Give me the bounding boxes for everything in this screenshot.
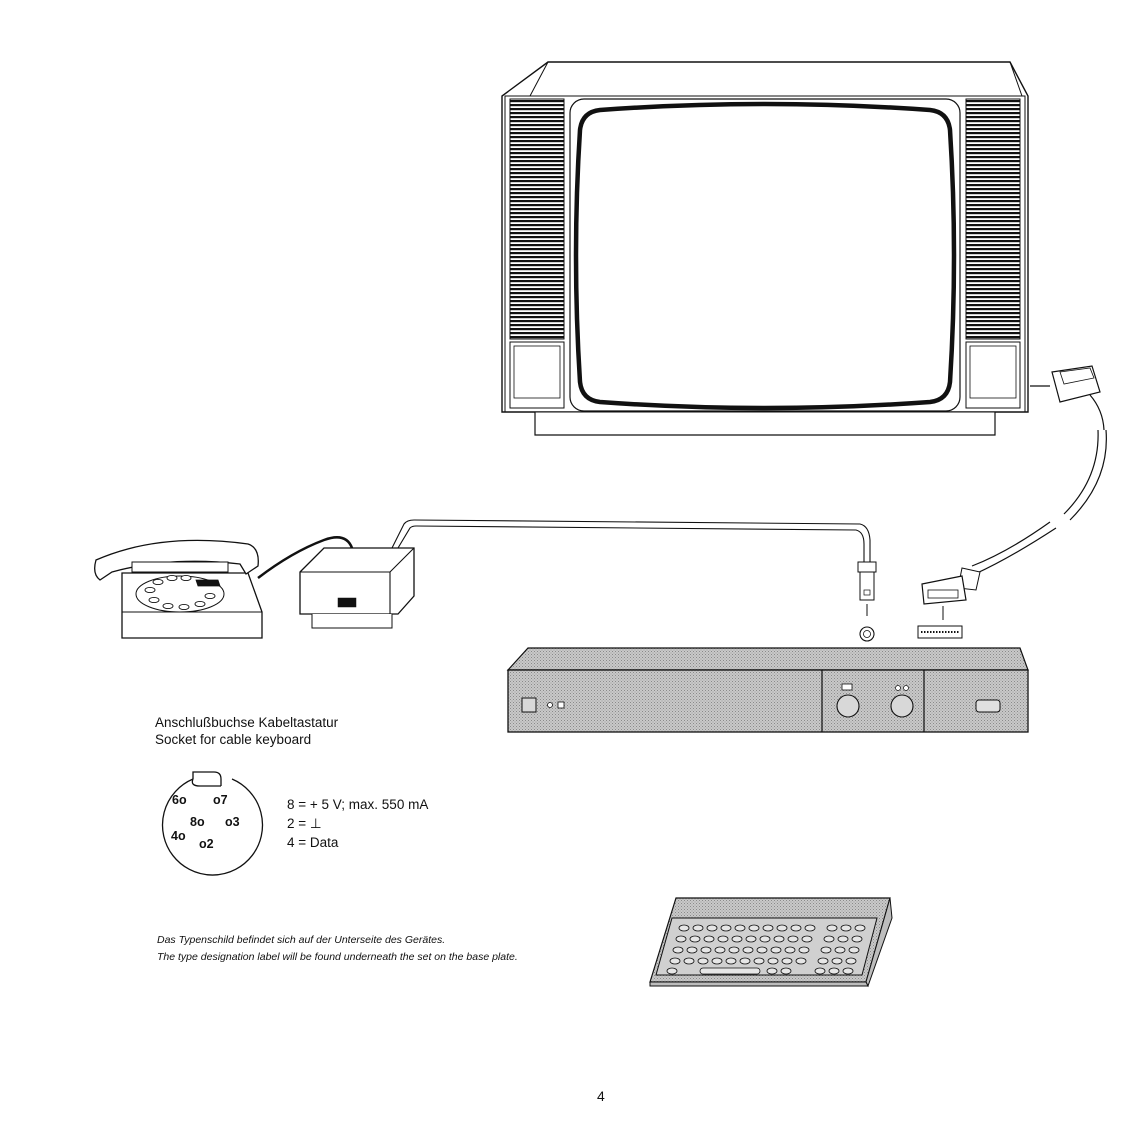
socket-caption-german: Anschlußbuchse Kabeltastatur — [155, 714, 338, 731]
telephone — [95, 540, 262, 638]
pin-2-label: o2 — [199, 837, 214, 851]
modem-box — [300, 548, 414, 628]
page-number: 4 — [597, 1088, 605, 1104]
socket-caption-english: Socket for cable keyboard — [155, 731, 311, 748]
din-socket-pinout — [163, 772, 263, 875]
din-plug — [858, 562, 876, 641]
television — [502, 62, 1028, 435]
keyboard — [650, 898, 892, 986]
pin-3-label: o3 — [225, 815, 240, 829]
scart-socket — [918, 626, 962, 638]
tv-screen — [576, 104, 954, 408]
pin-legend-8: 8 = + 5 V; max. 550 mA — [287, 796, 428, 814]
decoder-knob-left — [837, 695, 859, 717]
pin-legend-4: 4 = Data — [287, 834, 338, 852]
pin-4-label: 4o — [171, 829, 186, 843]
decoder-knob-right — [891, 695, 913, 717]
modem-cable — [392, 520, 870, 562]
rotary-dial — [136, 575, 224, 612]
type-label-note-german: Das Typenschild befindet sich auf der Un… — [157, 932, 445, 949]
type-label-note-english: The type designation label will be found… — [157, 949, 518, 966]
pin-legend-2: 2 = ⊥ — [287, 815, 322, 833]
decoder-unit — [508, 648, 1028, 732]
pin-7-label: o7 — [213, 793, 228, 807]
pin-6-label: 6o — [172, 793, 187, 807]
pin-8-label: 8o — [190, 815, 205, 829]
